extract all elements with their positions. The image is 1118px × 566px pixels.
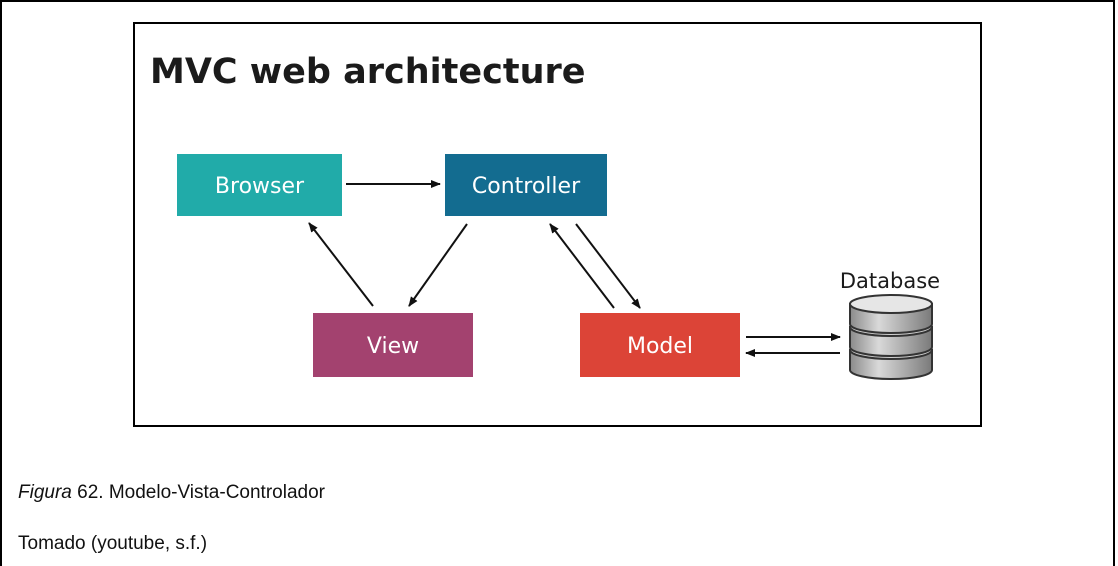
database-icon — [849, 294, 933, 380]
caption-prefix: Figura — [18, 482, 72, 503]
controller-node: Controller — [445, 154, 607, 216]
controller-label: Controller — [472, 174, 581, 199]
model-label: Model — [627, 334, 693, 359]
browser-label: Browser — [215, 174, 305, 199]
figure-caption: Figura 62. Modelo-Vista-Controlador — [18, 482, 325, 504]
arrow-model-to-controller — [549, 223, 615, 309]
figure-source: Tomado (youtube, s.f.) — [18, 533, 208, 554]
model-node: Model — [580, 313, 740, 377]
browser-node: Browser — [177, 154, 342, 216]
database-label: Database — [840, 269, 940, 293]
arrow-controller-to-view — [408, 223, 468, 307]
view-label: View — [367, 334, 419, 359]
view-node: View — [313, 313, 473, 377]
caption-text: 62. Modelo-Vista-Controlador — [71, 482, 325, 503]
arrow-view-to-browser — [308, 222, 374, 307]
database-node: Database — [840, 269, 940, 380]
arrow-controller-to-model — [575, 223, 641, 309]
diagram-title: MVC web architecture — [150, 52, 586, 92]
